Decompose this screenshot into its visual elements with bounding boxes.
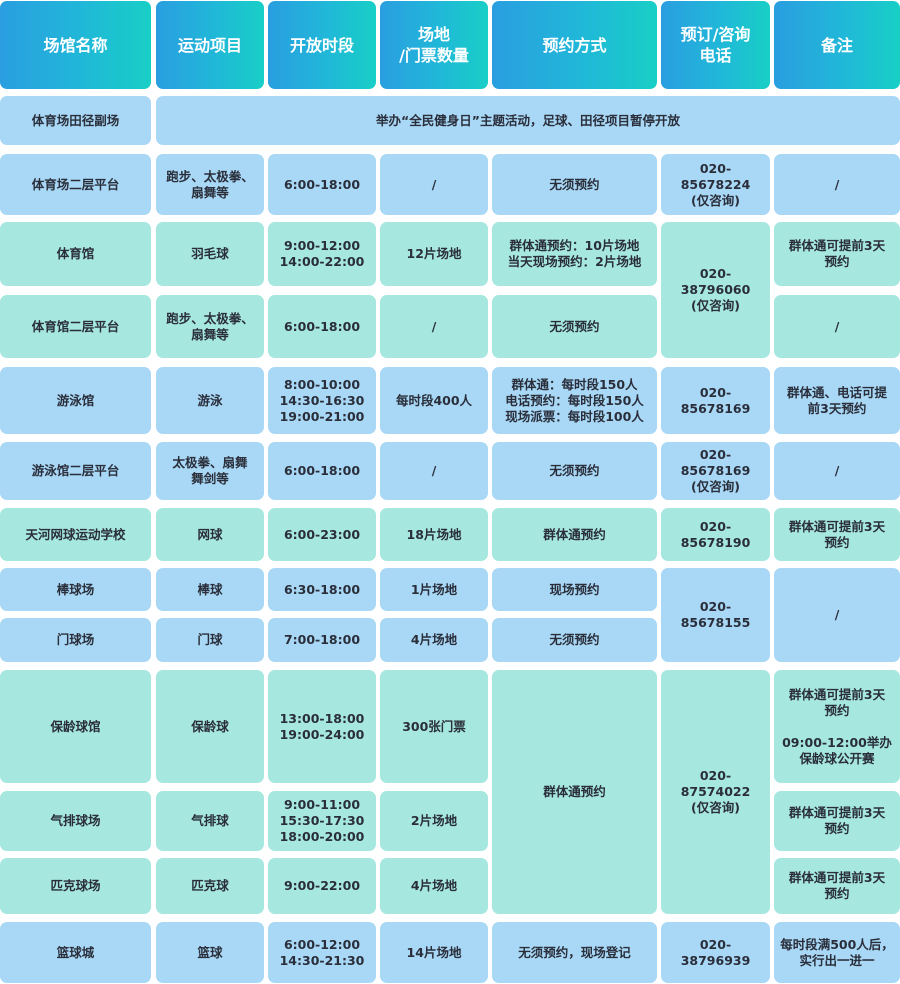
booking-cell: 无须预约 <box>492 442 657 500</box>
capacity-cell: 300张门票 <box>380 670 488 783</box>
sport-cell: 保龄球 <box>156 670 264 783</box>
phone-cell: 020- 85678155 <box>661 568 770 662</box>
closure-notice: 举办“全民健身日”主题活动，足球、田径项目暂停开放 <box>156 96 900 145</box>
phone-cell: 020- 85678224 (仅咨询) <box>661 154 770 215</box>
remarks-cell: 群体通可提前3天 预约 <box>774 858 900 914</box>
remarks-cell: / <box>774 442 900 500</box>
sport-cell: 网球 <box>156 508 264 561</box>
header-phone: 预订/咨询 电话 <box>661 1 770 89</box>
venue-cell: 保龄球馆 <box>0 670 151 783</box>
booking-cell: 无须预约 <box>492 295 657 358</box>
hours-cell: 6:00-18:00 <box>268 442 376 500</box>
venue-cell: 气排球场 <box>0 791 151 851</box>
booking-cell: 现场预约 <box>492 568 657 611</box>
capacity-cell: 18片场地 <box>380 508 488 561</box>
capacity-cell: / <box>380 442 488 500</box>
sport-cell: 门球 <box>156 618 264 662</box>
header-sport: 运动项目 <box>156 1 264 89</box>
sport-cell: 匹克球 <box>156 858 264 914</box>
header-booking-method: 预约方式 <box>492 1 657 89</box>
sport-cell: 羽毛球 <box>156 222 264 286</box>
booking-cell: 无须预约 <box>492 154 657 215</box>
hours-cell: 7:00-18:00 <box>268 618 376 662</box>
capacity-cell: 4片场地 <box>380 618 488 662</box>
phone-cell: 020- 85678169 <box>661 367 770 434</box>
phone-cell: 020- 87574022 (仅咨询) <box>661 670 770 914</box>
venue-cell: 匹克球场 <box>0 858 151 914</box>
remarks-cell: / <box>774 568 900 662</box>
sport-cell: 棒球 <box>156 568 264 611</box>
booking-cell: 群体通预约：10片场地 当天现场预约：2片场地 <box>492 222 657 286</box>
capacity-cell: 1片场地 <box>380 568 488 611</box>
remarks-cell: / <box>774 154 900 215</box>
venue-cell: 体育场田径副场 <box>0 96 151 145</box>
hours-cell: 6:00-18:00 <box>268 154 376 215</box>
hours-cell: 13:00-18:00 19:00-24:00 <box>268 670 376 783</box>
remarks-cell: 群体通可提前3天 预约 09:00-12:00举办 保龄球公开赛 <box>774 670 900 783</box>
booking-cell: 无须预约，现场登记 <box>492 922 657 983</box>
remarks-cell: 群体通、电话可提 前3天预约 <box>774 367 900 434</box>
venue-cell: 篮球城 <box>0 922 151 983</box>
phone-cell: 020- 85678190 <box>661 508 770 561</box>
sport-cell: 气排球 <box>156 791 264 851</box>
sport-cell: 太极拳、扇舞 舞剑等 <box>156 442 264 500</box>
hours-cell: 9:00-22:00 <box>268 858 376 914</box>
booking-cell: 群体通预约 <box>492 670 657 914</box>
remarks-cell: 群体通可提前3天 预约 <box>774 508 900 561</box>
capacity-cell: 12片场地 <box>380 222 488 286</box>
sport-cell: 游泳 <box>156 367 264 434</box>
capacity-cell: 每时段400人 <box>380 367 488 434</box>
remarks-cell: 群体通可提前3天 预约 <box>774 791 900 851</box>
hours-cell: 9:00-11:00 15:30-17:30 18:00-20:00 <box>268 791 376 851</box>
capacity-cell: 2片场地 <box>380 791 488 851</box>
hours-cell: 8:00-10:00 14:30-16:30 19:00-21:00 <box>268 367 376 434</box>
venue-cell: 游泳馆二层平台 <box>0 442 151 500</box>
capacity-cell: / <box>380 295 488 358</box>
header-remarks: 备注 <box>774 1 900 89</box>
phone-cell: 020- 85678169 (仅咨询) <box>661 442 770 500</box>
venue-cell: 天河网球运动学校 <box>0 508 151 561</box>
sport-cell: 跑步、太极拳、 扇舞等 <box>156 154 264 215</box>
hours-cell: 6:00-23:00 <box>268 508 376 561</box>
header-capacity: 场地 /门票数量 <box>380 1 488 89</box>
booking-cell: 无须预约 <box>492 618 657 662</box>
venue-cell: 游泳馆 <box>0 367 151 434</box>
phone-cell: 020- 38796939 <box>661 922 770 983</box>
remarks-cell: / <box>774 295 900 358</box>
hours-cell: 6:00-18:00 <box>268 295 376 358</box>
hours-cell: 6:30-18:00 <box>268 568 376 611</box>
sport-cell: 跑步、太极拳、 扇舞等 <box>156 295 264 358</box>
sport-cell: 篮球 <box>156 922 264 983</box>
remarks-cell: 每时段满500人后， 实行出一进一 <box>774 922 900 983</box>
phone-cell: 020- 38796060 (仅咨询) <box>661 222 770 358</box>
venue-cell: 门球场 <box>0 618 151 662</box>
venue-cell: 体育馆 <box>0 222 151 286</box>
venue-cell: 体育场二层平台 <box>0 154 151 215</box>
venue-cell: 棒球场 <box>0 568 151 611</box>
capacity-cell: 14片场地 <box>380 922 488 983</box>
venue-cell: 体育馆二层平台 <box>0 295 151 358</box>
remarks-cell: 群体通可提前3天 预约 <box>774 222 900 286</box>
header-open-hours: 开放时段 <box>268 1 376 89</box>
header-venue-name: 场馆名称 <box>0 1 151 89</box>
hours-cell: 6:00-12:00 14:30-21:30 <box>268 922 376 983</box>
capacity-cell: 4片场地 <box>380 858 488 914</box>
hours-cell: 9:00-12:00 14:00-22:00 <box>268 222 376 286</box>
booking-cell: 群体通：每时段150人 电话预约：每时段150人 现场派票：每时段100人 <box>492 367 657 434</box>
capacity-cell: / <box>380 154 488 215</box>
booking-cell: 群体通预约 <box>492 508 657 561</box>
